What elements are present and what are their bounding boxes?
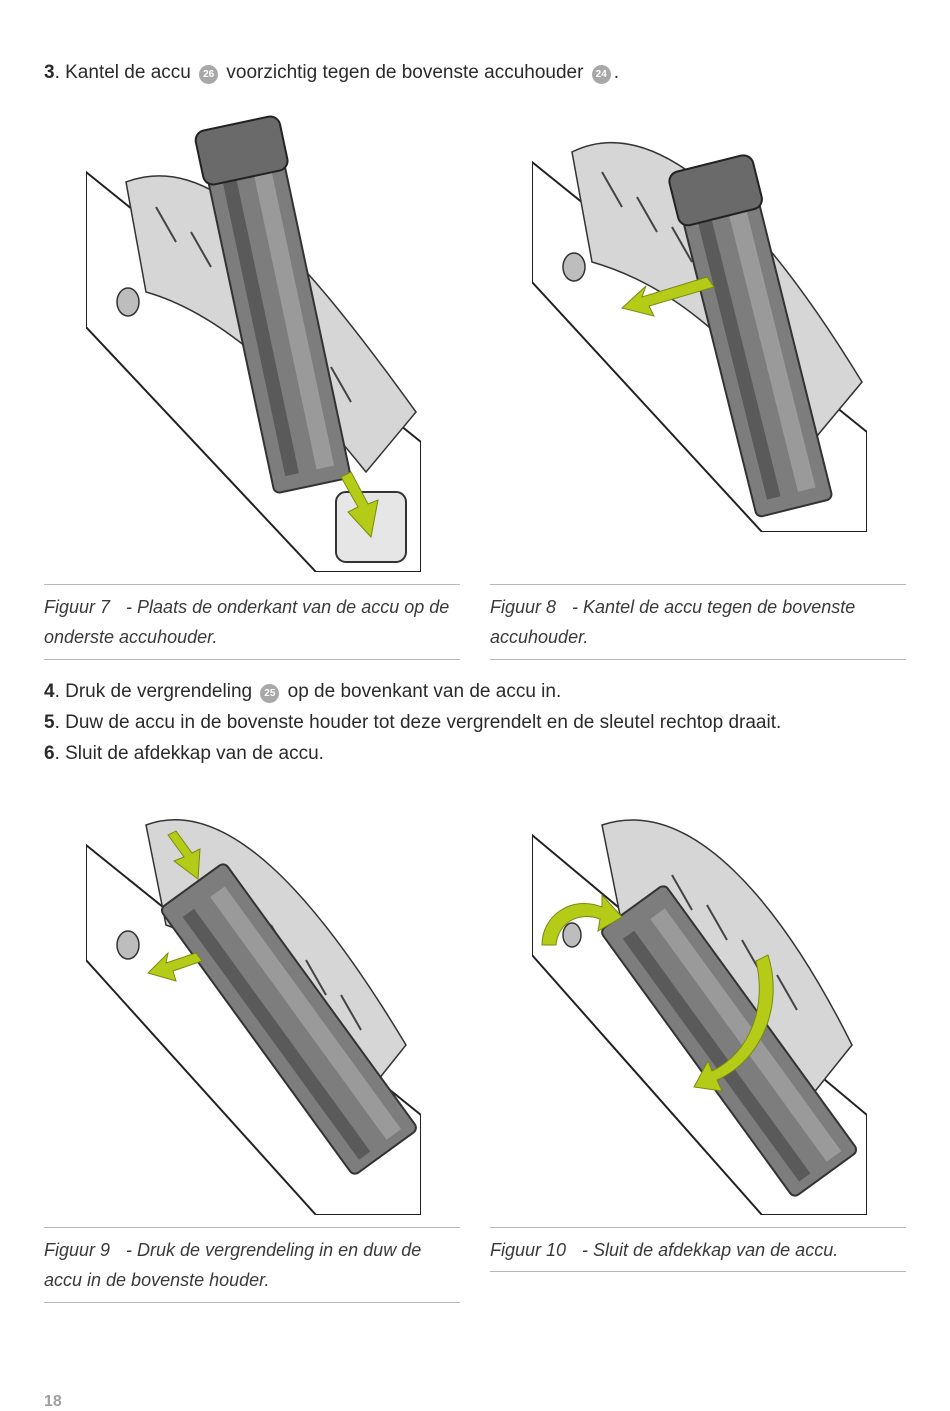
- step-number: 4: [44, 681, 55, 702]
- caption-text: - Kantel de accu tegen de bovenste accuh…: [490, 597, 856, 647]
- step-3: 3. Kantel de accu 26 voorzichtig tegen d…: [44, 62, 619, 84]
- step-text: . Duw de accu in de bovenste houder tot …: [54, 712, 782, 733]
- caption-text: - Plaats de onderkant van de accu op de …: [44, 597, 450, 647]
- figure-label: Figuur 10: [490, 1240, 567, 1260]
- step-4: 4. Druk de vergrendeling 25 op de bovenk…: [44, 681, 562, 703]
- figure-8-illustration: [532, 112, 867, 532]
- step-number: 3: [44, 62, 55, 83]
- figure-9-illustration: [86, 795, 421, 1215]
- figure-label: Figuur 8: [490, 597, 557, 617]
- figure-10-illustration: [532, 795, 867, 1215]
- step-text: . Kantel de accu: [54, 62, 197, 83]
- step-6: 6. Sluit de afdekkap van de accu.: [44, 742, 324, 766]
- part-badge-upper-holder: 24: [591, 65, 611, 84]
- step-number: 5: [44, 712, 55, 733]
- step-5: 5. Duw de accu in de bovenste houder tot…: [44, 711, 781, 735]
- caption-text: - Druk de vergrendeling in en duw de acc…: [44, 1240, 422, 1290]
- step-number: 6: [44, 743, 55, 764]
- figure-8-caption: Figuur 8- Kantel de accu tegen de bovens…: [490, 584, 906, 660]
- part-badge-lock: 25: [260, 684, 280, 703]
- figure-9-caption: Figuur 9- Druk de vergrendeling in en du…: [44, 1227, 460, 1303]
- caption-text: - Sluit de afdekkap van de accu.: [582, 1240, 839, 1260]
- part-badge-battery: 26: [199, 65, 219, 84]
- step-text: voorzichtig tegen de bovenste accuhouder: [221, 62, 589, 83]
- figure-7-caption: Figuur 7- Plaats de onderkant van de acc…: [44, 584, 460, 660]
- page-number: 18: [44, 1393, 62, 1410]
- figure-label: Figuur 7: [44, 597, 111, 617]
- figure-10-caption: Figuur 10 - Sluit de afdekkap van de accu…: [490, 1227, 906, 1272]
- step-text: . Druk de vergrendeling: [54, 681, 258, 702]
- figure-label: Figuur 9: [44, 1240, 111, 1260]
- step-text: . Sluit de afdekkap van de accu.: [54, 743, 324, 764]
- figure-7-illustration: [86, 112, 421, 572]
